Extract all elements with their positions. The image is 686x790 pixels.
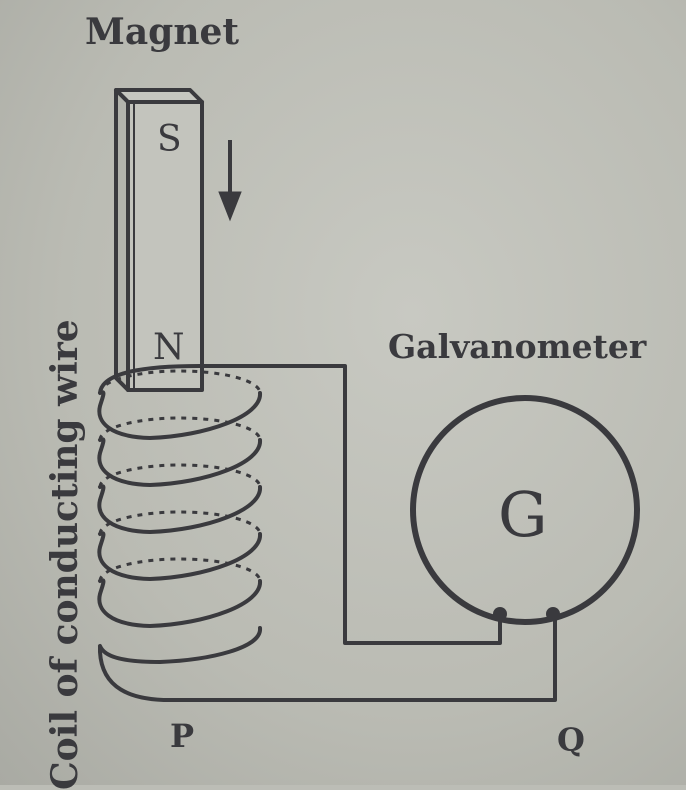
connecting-wires [98,364,557,702]
bar-magnet [114,88,204,392]
coil-turns [97,390,262,665]
coil-label: Coil of conducting wire [44,319,86,790]
south-pole-label: S [157,119,182,160]
motion-arrow-down [218,140,242,222]
magnet-label: Magnet [85,11,240,53]
terminal-p-label: P [170,717,195,755]
galvanometer-label: Galvanometer [388,327,647,366]
galvanometer-symbol: G [498,478,548,551]
north-pole-label: N [153,327,185,368]
coil-back-dashed [98,369,262,582]
coil-top-lead [98,364,201,394]
galvanometer [410,395,640,625]
terminal-left [493,607,507,621]
terminal-right [546,607,560,621]
terminal-q-label: Q [557,721,585,759]
